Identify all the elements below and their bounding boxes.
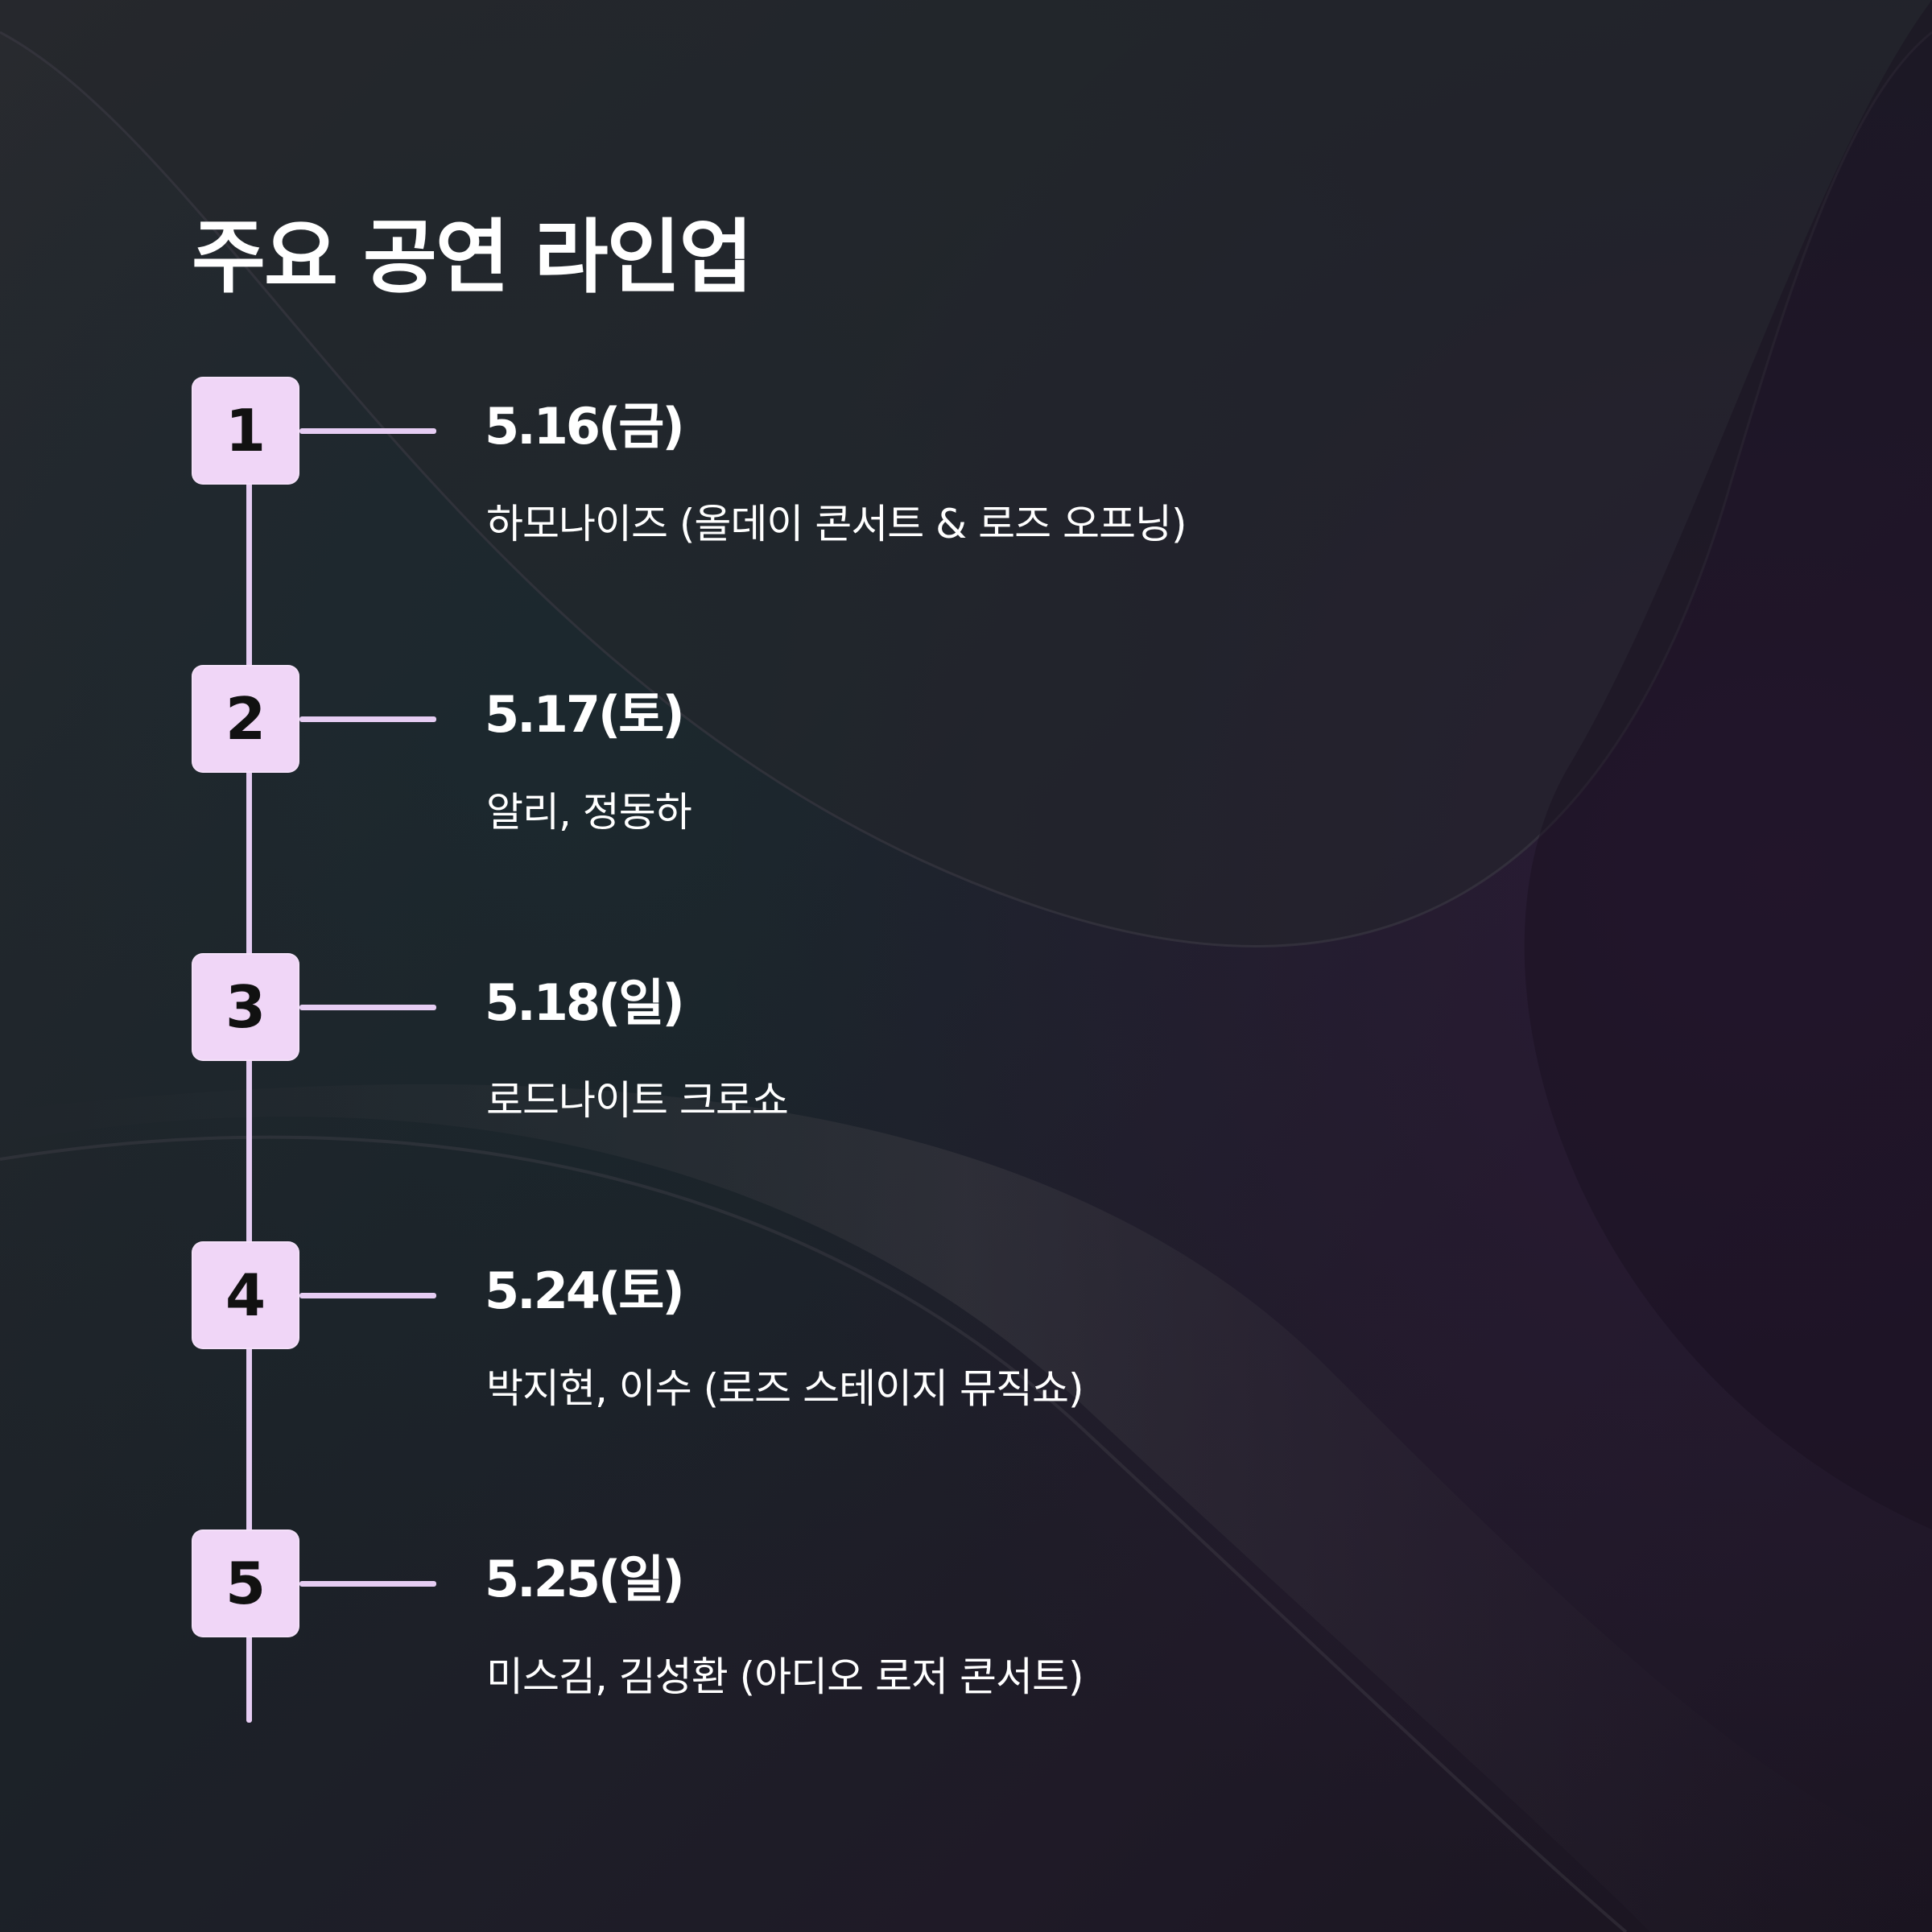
lineup-item-3: 3 5.18(일) 로드나이트 크로쇼: [0, 953, 1932, 1146]
lineup-date: 5.25(일): [485, 1550, 685, 1608]
timeline-spine: [246, 427, 252, 1723]
lineup-performers: 알리, 정동하: [486, 789, 692, 836]
lineup-item-5: 5 5.25(일) 미스김, 김성환 (아디오 로저 콘서트): [0, 1530, 1932, 1723]
lineup-date: 5.24(토): [485, 1261, 685, 1320]
timeline-connector: [299, 716, 436, 722]
lineup-item-2: 2 5.17(토) 알리, 정동하: [0, 665, 1932, 858]
lineup-date: 5.17(토): [485, 685, 685, 744]
lineup-performers: 로드나이트 크로쇼: [486, 1077, 789, 1124]
lineup-number-badge: 4: [192, 1241, 299, 1349]
lineup-number-badge: 5: [192, 1530, 299, 1637]
lineup-item-1: 1 5.16(금) 하모나이즈 (올데이 콘서트 & 로즈 오프닝): [0, 377, 1932, 570]
timeline-connector: [299, 428, 436, 434]
timeline-connector: [299, 1005, 436, 1010]
lineup-number-badge: 3: [192, 953, 299, 1061]
timeline-connector: [299, 1293, 436, 1298]
lineup-item-4: 4 5.24(토) 박지현, 이수 (로즈 스테이지 뮤직쇼): [0, 1241, 1932, 1435]
lineup-date: 5.16(금): [485, 397, 685, 456]
lineup-performers: 하모나이즈 (올데이 콘서트 & 로즈 오프닝): [486, 501, 1187, 547]
lineup-number-badge: 1: [192, 377, 299, 485]
page-title: 주요 공연 라인업: [192, 210, 753, 304]
lineup-date: 5.18(일): [485, 973, 685, 1032]
lineup-performers: 박지현, 이수 (로즈 스테이지 뮤직쇼): [486, 1365, 1084, 1412]
lineup-performers: 미스김, 김성환 (아디오 로저 콘서트): [486, 1653, 1084, 1700]
lineup-number-badge: 2: [192, 665, 299, 773]
timeline-connector: [299, 1581, 436, 1587]
